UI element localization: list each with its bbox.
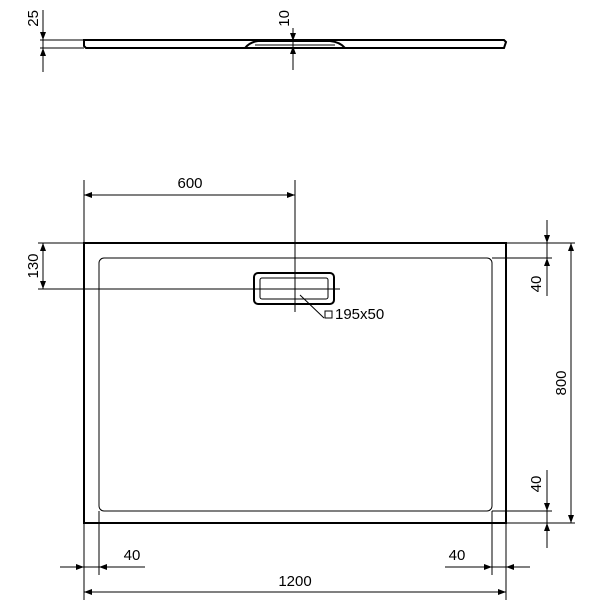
side-view: 25 10 [25,10,508,72]
rim-left-label: 40 [124,547,141,564]
drain-size-label: 195x50 [335,306,384,323]
rim-top-label: 40 [528,276,545,293]
drain-depth-label: 10 [276,10,293,27]
drain-offset-x-label: 600 [177,175,202,192]
drain-offset-y-label: 130 [25,253,42,278]
width-label: 1200 [278,573,311,590]
rim-bottom-label: 40 [528,476,545,493]
depth-label: 800 [553,370,570,395]
plan-view: 600 130 195x50 40 40 800 [25,175,575,600]
drain-channel-profile [244,40,346,49]
side-height-label: 25 [25,10,42,27]
rim-right-label: 40 [449,547,466,564]
tray-profile [83,39,508,49]
